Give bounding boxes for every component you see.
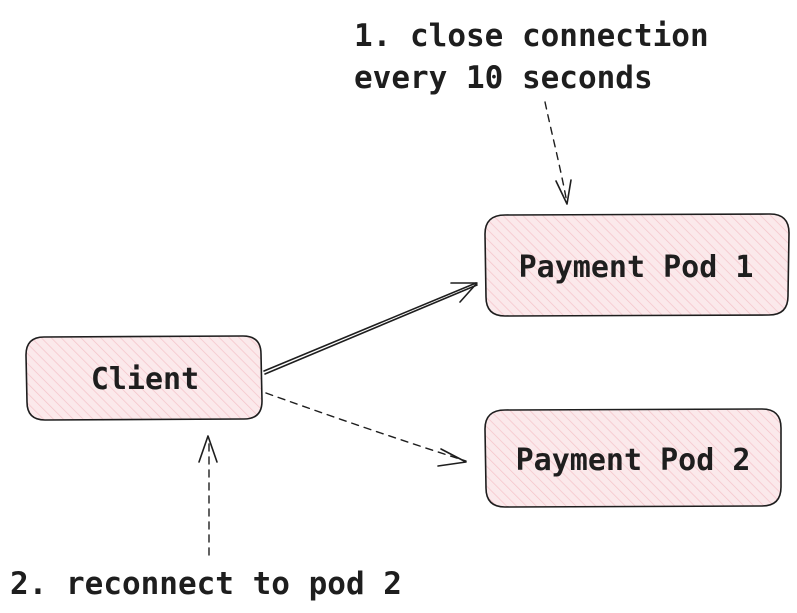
note-close-connection: 1. close connection every 10 seconds [354,18,709,96]
payment-pod-2-box[interactable]: Payment Pod 2 [484,408,782,508]
payment-pod-1-box[interactable]: Payment Pod 1 [484,213,790,317]
arrow-note-to-pod1 [544,101,572,205]
note-close-connection-line1: 1. close connection [354,18,709,54]
arrow-note-to-client [198,435,218,556]
arrow-client-to-pod1 [263,282,478,375]
arrow-client-to-pod2 [265,392,467,467]
note-reconnect: 2. reconnect to pod 2 [10,566,402,602]
client-label: Client [91,362,199,397]
client-box[interactable]: Client [25,335,263,421]
payment-pod-2-label: Payment Pod 2 [516,443,751,478]
payment-pod-1-label: Payment Pod 1 [519,250,754,285]
note-close-connection-line2: every 10 seconds [354,60,653,96]
